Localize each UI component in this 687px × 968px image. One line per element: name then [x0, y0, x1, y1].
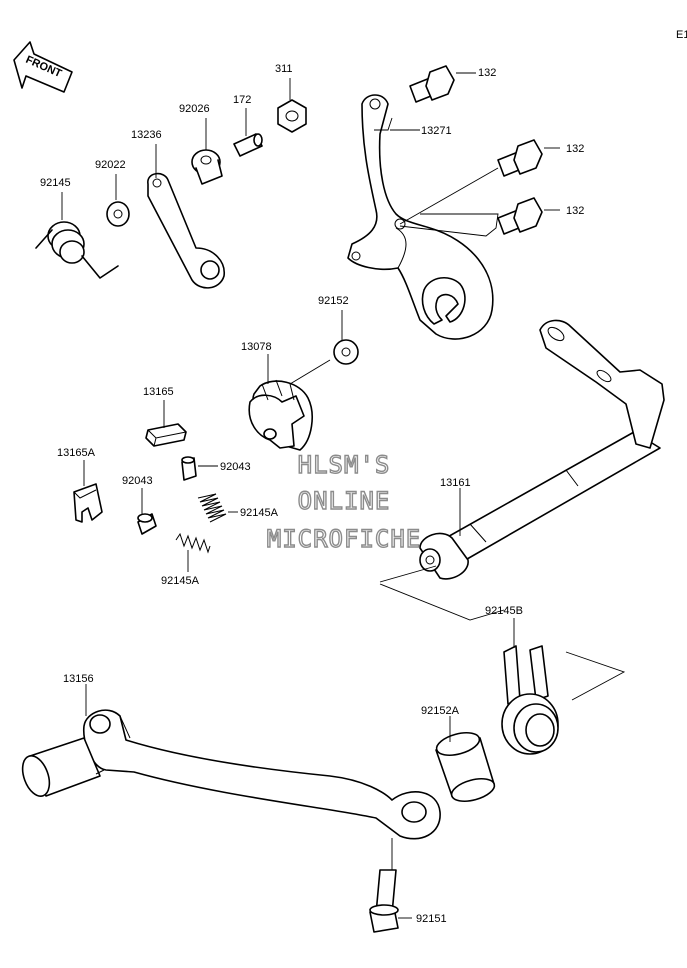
part-13156-shift-pedal — [21, 709, 441, 840]
label-132-middle: 132 — [566, 143, 584, 155]
label-92022: 92022 — [95, 159, 126, 171]
label-13236: 13236 — [131, 129, 162, 141]
watermark-line-1: HLSM'S — [298, 451, 391, 479]
part-labels: 311 172 92026 13236 92022 92145 132 1327… — [40, 63, 584, 925]
leader-lines — [61, 72, 626, 919]
part-92145a-spring-lower — [175, 532, 211, 554]
watermark-line-2: ONLINE — [298, 487, 391, 515]
label-13156: 13156 — [63, 673, 94, 685]
part-13078-cam — [248, 379, 313, 451]
part-172-stud — [233, 133, 263, 157]
label-13271: 13271 — [421, 125, 452, 137]
label-92145b: 92145B — [485, 605, 523, 617]
part-13236-lever — [147, 172, 225, 289]
part-13271-bracket — [347, 94, 494, 340]
label-132-top: 132 — [478, 67, 496, 79]
part-311-nut — [277, 99, 307, 133]
part-13165-pawl — [145, 423, 187, 447]
part-92152-washer — [333, 339, 359, 365]
part-132-bolt-top — [409, 65, 455, 103]
part-92151-bolt — [369, 869, 399, 933]
label-311: 311 — [275, 63, 293, 75]
part-92152a-collar — [435, 731, 496, 803]
label-92043-lower: 92043 — [122, 475, 153, 487]
watermark: HLSM'S ONLINE MICROFICHE — [266, 450, 422, 553]
label-132-bottom: 132 — [566, 205, 584, 217]
part-13161-shift-shaft — [419, 319, 665, 580]
label-13165a: 13165A — [57, 447, 96, 459]
part-92026-collar — [191, 149, 223, 185]
part-92145a-spring-upper — [197, 493, 227, 523]
label-92151: 92151 — [416, 913, 447, 925]
label-92026: 92026 — [179, 103, 210, 115]
part-92043-pin-upper — [181, 456, 197, 481]
label-92043-upper: 92043 — [220, 461, 251, 473]
label-13165: 13165 — [143, 386, 174, 398]
label-172: 172 — [233, 94, 251, 106]
label-13161: 13161 — [440, 477, 471, 489]
label-92152a: 92152A — [421, 705, 460, 717]
label-13078: 13078 — [241, 341, 272, 353]
part-132-bolt-bottom — [497, 197, 543, 235]
page-code: E1 — [676, 29, 687, 41]
label-92152: 92152 — [318, 295, 349, 307]
part-132-bolt-middle — [497, 139, 543, 177]
part-92043-pin-lower — [137, 513, 157, 535]
part-13165a-pawl — [73, 483, 103, 523]
label-92145a-lower: 92145A — [161, 575, 200, 587]
watermark-line-3: MICROFICHE — [267, 525, 422, 553]
front-arrow-icon: FRONT — [13, 41, 73, 93]
label-92145a-upper: 92145A — [240, 507, 279, 519]
part-92022-washer — [106, 201, 130, 227]
part-92145b-spring — [501, 645, 559, 755]
part-92145-spring — [35, 221, 119, 279]
label-92145: 92145 — [40, 177, 71, 189]
